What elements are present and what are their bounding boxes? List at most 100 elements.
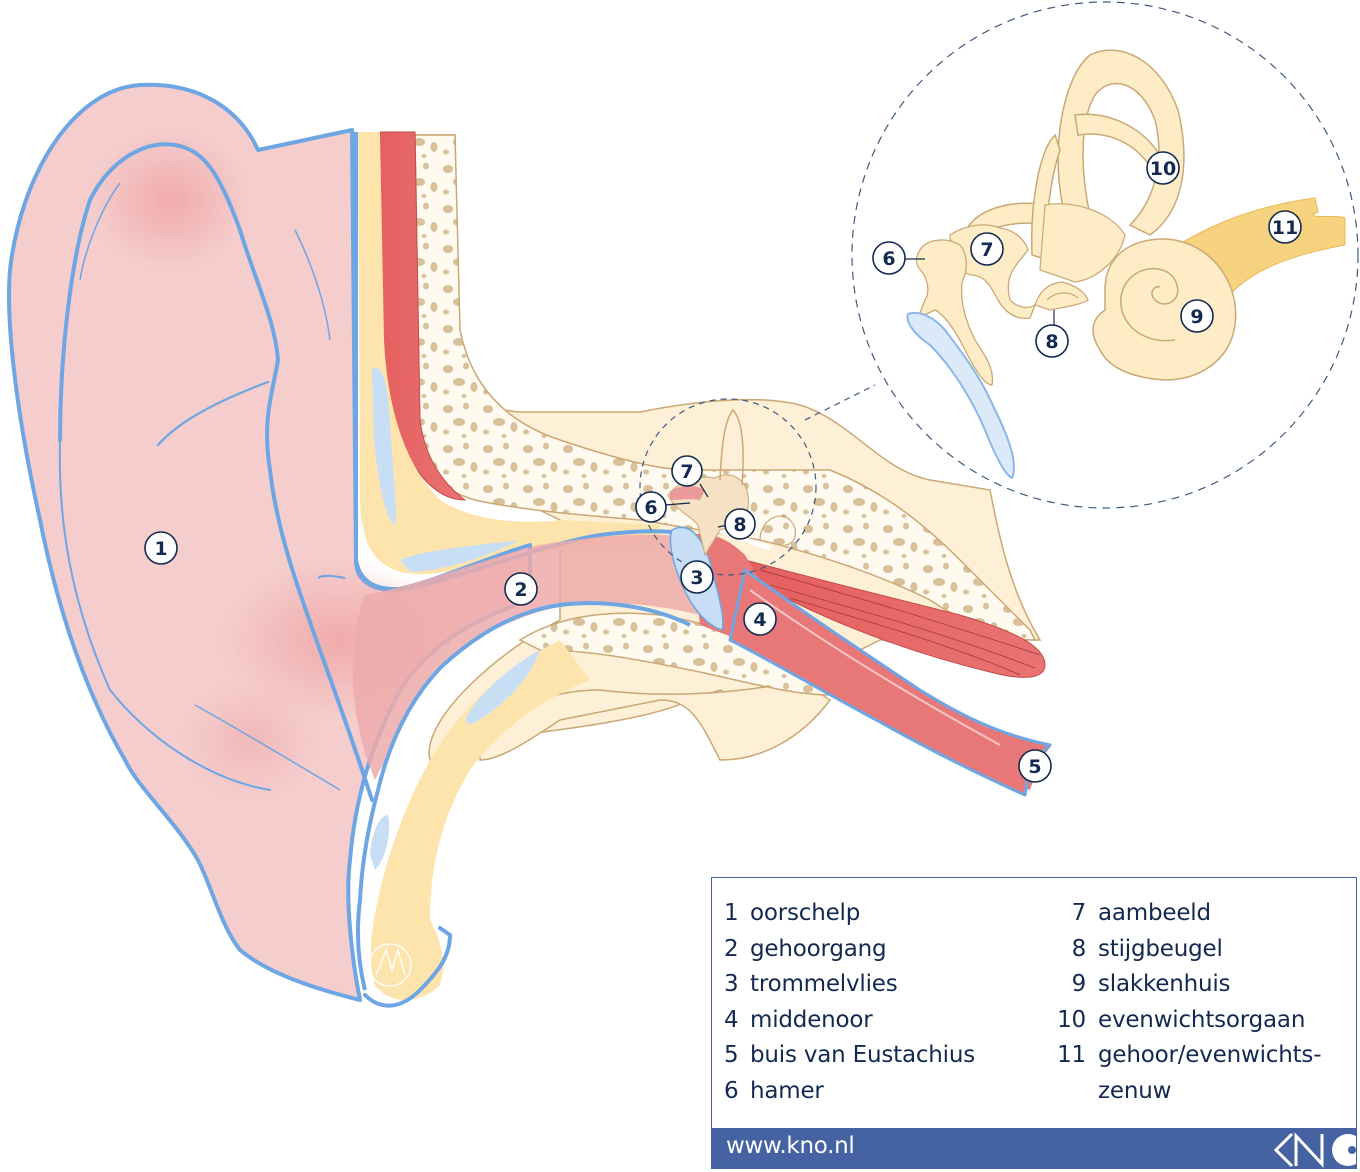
legend-label: slakkenhuis: [1098, 971, 1231, 997]
callout-number: 8: [733, 514, 746, 536]
legend-item: 1 oorschelp: [724, 896, 975, 932]
legend-item: 9 slakkenhuis: [1050, 967, 1358, 1003]
legend-label: oorschelp: [750, 900, 861, 926]
callout-circle: [872, 241, 906, 275]
callout-number: 7: [980, 239, 993, 261]
helix-inner-line: [58, 439, 271, 791]
callout-number: 4: [753, 609, 766, 631]
cochlea-spiral: [1120, 267, 1179, 342]
legend-number: 5: [724, 1042, 739, 1068]
callout-number: 6: [882, 248, 895, 270]
callout-number: 3: [690, 567, 703, 589]
legend-label: aambeeld: [1098, 900, 1211, 926]
legend-number: 11: [1057, 1042, 1086, 1068]
callout-marker-5: 5: [1018, 749, 1052, 783]
callout-marker-6: 6: [635, 491, 667, 523]
ear-canal: [352, 534, 700, 780]
callout-number: 2: [514, 579, 527, 601]
stapes-arch: [1046, 292, 1079, 301]
callout-marker-8: 8: [1035, 324, 1069, 358]
lower-bone: [479, 679, 832, 761]
eardrum-detail: [906, 312, 1016, 480]
fold-line-3: [194, 704, 341, 791]
zoom-connector: [804, 384, 876, 421]
legend-number: 8: [1071, 935, 1087, 962]
muscle-tensor: [744, 559, 1046, 678]
callout-number: 8: [1045, 331, 1058, 353]
callout-circle: [1035, 324, 1069, 358]
zoom-source-circle: [639, 398, 817, 576]
callout-marker-1: 1: [144, 531, 178, 565]
callout-circle: [1146, 151, 1180, 185]
cartilage-cutout-1: [372, 367, 396, 525]
legend-number: 4: [724, 1006, 739, 1033]
pinna-shade-lower: [180, 680, 320, 800]
callout-number: 9: [1190, 306, 1203, 328]
cartilage-cutout-3: [465, 650, 540, 725]
leader-6: [664, 502, 691, 506]
canal-outline-lower: [355, 601, 691, 991]
callout-marker-9: 9: [1180, 299, 1214, 333]
legend-number: 1: [724, 900, 739, 926]
callout-circle: [144, 531, 178, 565]
stapes: [1034, 281, 1089, 311]
callout-number: 1: [154, 538, 167, 560]
callout-number: 7: [680, 461, 693, 483]
callout-circle: [970, 232, 1004, 266]
legend-number: 7: [1071, 900, 1087, 926]
vestibule: [1039, 203, 1126, 283]
muscle-fibers: [759, 569, 1041, 676]
callout-number: 11: [1272, 217, 1298, 239]
callout-circle: [671, 455, 703, 487]
cochlea: [1092, 238, 1237, 381]
callout-marker-6: 6: [872, 241, 906, 275]
callout-number: 6: [644, 497, 657, 519]
legend-label: evenwichtsorgaan: [1098, 1006, 1306, 1033]
callout-marker-7: 7: [970, 232, 1004, 266]
callout-circle: [1180, 299, 1214, 333]
legend-number: 3: [724, 971, 739, 997]
callout-circle: [1018, 749, 1052, 783]
callout-marker-3: 3: [680, 560, 714, 594]
callout-marker-2: 2: [504, 572, 538, 606]
website-link[interactable]: www.kno.nl: [726, 1133, 855, 1159]
callout-marker-10: 10: [1146, 151, 1180, 185]
callout-circle: [743, 602, 777, 636]
legend-item: 7 aambeeld: [1050, 896, 1358, 932]
legend-number: 9: [1071, 971, 1087, 997]
callout-marker-4: 4: [743, 602, 777, 636]
legend-label: buis van Eustachius: [750, 1042, 976, 1068]
legend-label: gehoor/evenwichts- zenuw: [1098, 1042, 1322, 1104]
illustrator-logo: [368, 943, 412, 987]
callout-circle: [1268, 210, 1302, 244]
crus-line: [156, 380, 270, 447]
callout-number: 5: [1028, 756, 1041, 778]
ossicles-small-red: [670, 485, 705, 500]
semicircular-small: [719, 408, 744, 486]
kno-logo-icon: [1273, 1132, 1356, 1168]
bone-speckle-upper: [414, 134, 1037, 641]
cartilage-cutout-2: [400, 540, 520, 572]
callout-circle: [635, 491, 667, 523]
legend-label: trommelvlies: [750, 971, 898, 997]
fold-line-2: [294, 229, 331, 341]
callout-circle: [504, 572, 538, 606]
callout-marker-8: 8: [724, 508, 756, 540]
callout-circle: [680, 560, 714, 594]
legend-number: 2: [724, 935, 739, 962]
leader-7: [699, 483, 709, 498]
tragus-line: [317, 574, 346, 579]
cartilage-cutout-4: [370, 815, 390, 870]
lobule-outline: [363, 926, 453, 1008]
legend-item: 5 buis van Eustachius: [724, 1038, 975, 1074]
legend-footer: www.kno.nl: [712, 1128, 1356, 1168]
